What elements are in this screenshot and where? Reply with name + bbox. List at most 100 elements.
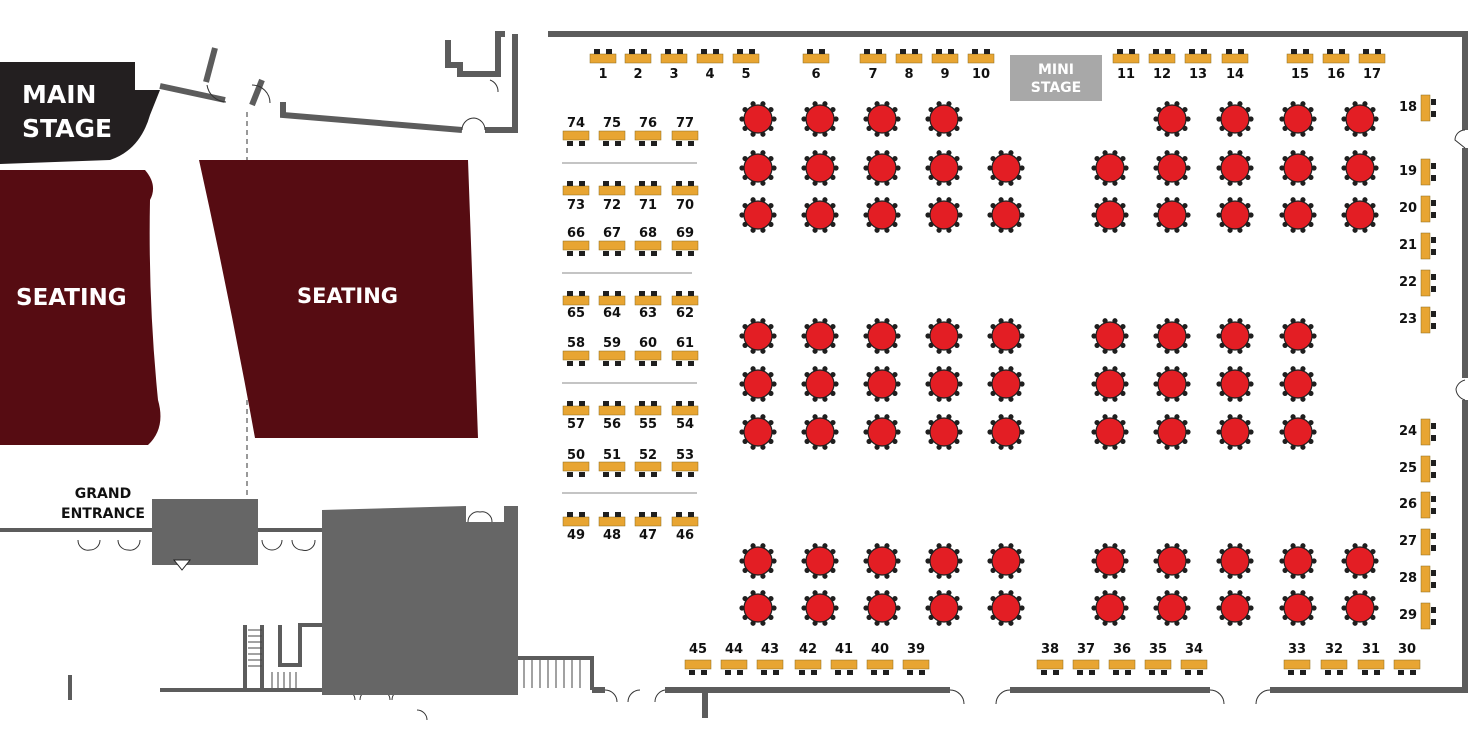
- booth[interactable]: [671, 130, 699, 146]
- booth[interactable]: [598, 350, 626, 366]
- booth[interactable]: [562, 240, 590, 256]
- round-table-icon[interactable]: [739, 590, 777, 626]
- round-table-icon[interactable]: [1279, 414, 1317, 450]
- booth[interactable]: [1393, 659, 1421, 675]
- round-table-icon[interactable]: [1216, 197, 1254, 233]
- booth[interactable]: [671, 401, 699, 416]
- round-table-icon[interactable]: [1279, 543, 1317, 579]
- round-table-icon[interactable]: [801, 150, 839, 186]
- round-table-icon[interactable]: [1153, 543, 1191, 579]
- round-table-icon[interactable]: [1091, 543, 1129, 579]
- round-table-icon[interactable]: [739, 101, 777, 137]
- booth[interactable]: [1184, 49, 1212, 64]
- booth[interactable]: [794, 659, 822, 675]
- round-table-icon[interactable]: [863, 414, 901, 450]
- round-table-icon[interactable]: [739, 366, 777, 402]
- booth[interactable]: [1420, 418, 1436, 446]
- booth[interactable]: [1357, 659, 1385, 675]
- booth[interactable]: [634, 461, 662, 477]
- round-table-icon[interactable]: [1279, 366, 1317, 402]
- booth[interactable]: [634, 291, 662, 306]
- round-table-icon[interactable]: [739, 318, 777, 354]
- round-table-icon[interactable]: [1279, 590, 1317, 626]
- round-table-icon[interactable]: [863, 543, 901, 579]
- booth[interactable]: [1420, 94, 1436, 122]
- round-table-icon[interactable]: [1153, 150, 1191, 186]
- round-table-icon[interactable]: [1216, 414, 1254, 450]
- round-table-icon[interactable]: [925, 590, 963, 626]
- booth[interactable]: [598, 130, 626, 146]
- booth[interactable]: [598, 240, 626, 256]
- round-table-icon[interactable]: [925, 318, 963, 354]
- round-table-icon[interactable]: [1153, 414, 1191, 450]
- booth[interactable]: [598, 181, 626, 196]
- round-table-icon[interactable]: [1216, 590, 1254, 626]
- round-table-icon[interactable]: [987, 318, 1025, 354]
- booth[interactable]: [859, 49, 887, 64]
- booth[interactable]: [624, 49, 652, 64]
- round-table-icon[interactable]: [925, 150, 963, 186]
- booth[interactable]: [866, 659, 894, 675]
- booth[interactable]: [1108, 659, 1136, 675]
- round-table-icon[interactable]: [1216, 543, 1254, 579]
- round-table-icon[interactable]: [863, 318, 901, 354]
- booth[interactable]: [1420, 232, 1436, 260]
- booth[interactable]: [1180, 659, 1208, 675]
- booth[interactable]: [671, 461, 699, 477]
- booth[interactable]: [732, 49, 760, 64]
- round-table-icon[interactable]: [1216, 101, 1254, 137]
- round-table-icon[interactable]: [739, 197, 777, 233]
- round-table-icon[interactable]: [1341, 197, 1379, 233]
- booth[interactable]: [720, 659, 748, 675]
- booth[interactable]: [562, 350, 590, 366]
- round-table-icon[interactable]: [1091, 318, 1129, 354]
- round-table-icon[interactable]: [987, 150, 1025, 186]
- booth[interactable]: [967, 49, 995, 64]
- booth[interactable]: [1148, 49, 1176, 64]
- round-table-icon[interactable]: [863, 150, 901, 186]
- booth[interactable]: [562, 461, 590, 477]
- round-table-icon[interactable]: [739, 414, 777, 450]
- booth[interactable]: [1420, 158, 1436, 186]
- booth[interactable]: [634, 181, 662, 196]
- booth[interactable]: [634, 512, 662, 527]
- round-table-icon[interactable]: [1153, 197, 1191, 233]
- round-table-icon[interactable]: [987, 197, 1025, 233]
- booth[interactable]: [1420, 455, 1436, 483]
- booth[interactable]: [1420, 565, 1436, 593]
- round-table-icon[interactable]: [1341, 101, 1379, 137]
- booth[interactable]: [1420, 269, 1436, 297]
- round-table-icon[interactable]: [739, 543, 777, 579]
- round-table-icon[interactable]: [801, 101, 839, 137]
- booth[interactable]: [598, 461, 626, 477]
- booth[interactable]: [1072, 659, 1100, 675]
- booth[interactable]: [634, 350, 662, 366]
- booth[interactable]: [598, 291, 626, 306]
- round-table-icon[interactable]: [1216, 318, 1254, 354]
- booth[interactable]: [1358, 49, 1386, 64]
- booth[interactable]: [931, 49, 959, 64]
- round-table-icon[interactable]: [1153, 366, 1191, 402]
- round-table-icon[interactable]: [1091, 414, 1129, 450]
- booth[interactable]: [902, 659, 930, 675]
- round-table-icon[interactable]: [1091, 590, 1129, 626]
- booth[interactable]: [562, 512, 590, 527]
- round-table-icon[interactable]: [987, 590, 1025, 626]
- round-table-icon[interactable]: [1091, 197, 1129, 233]
- round-table-icon[interactable]: [1279, 318, 1317, 354]
- booth[interactable]: [562, 291, 590, 306]
- booth[interactable]: [1420, 195, 1436, 223]
- round-table-icon[interactable]: [801, 543, 839, 579]
- round-table-icon[interactable]: [1279, 197, 1317, 233]
- round-table-icon[interactable]: [801, 414, 839, 450]
- booth[interactable]: [696, 49, 724, 64]
- round-table-icon[interactable]: [1341, 590, 1379, 626]
- round-table-icon[interactable]: [1341, 150, 1379, 186]
- booth[interactable]: [1286, 49, 1314, 64]
- booth[interactable]: [830, 659, 858, 675]
- round-table-icon[interactable]: [1341, 543, 1379, 579]
- booth[interactable]: [1283, 659, 1311, 675]
- booth[interactable]: [589, 49, 617, 64]
- booth[interactable]: [1112, 49, 1140, 64]
- booth[interactable]: [562, 181, 590, 196]
